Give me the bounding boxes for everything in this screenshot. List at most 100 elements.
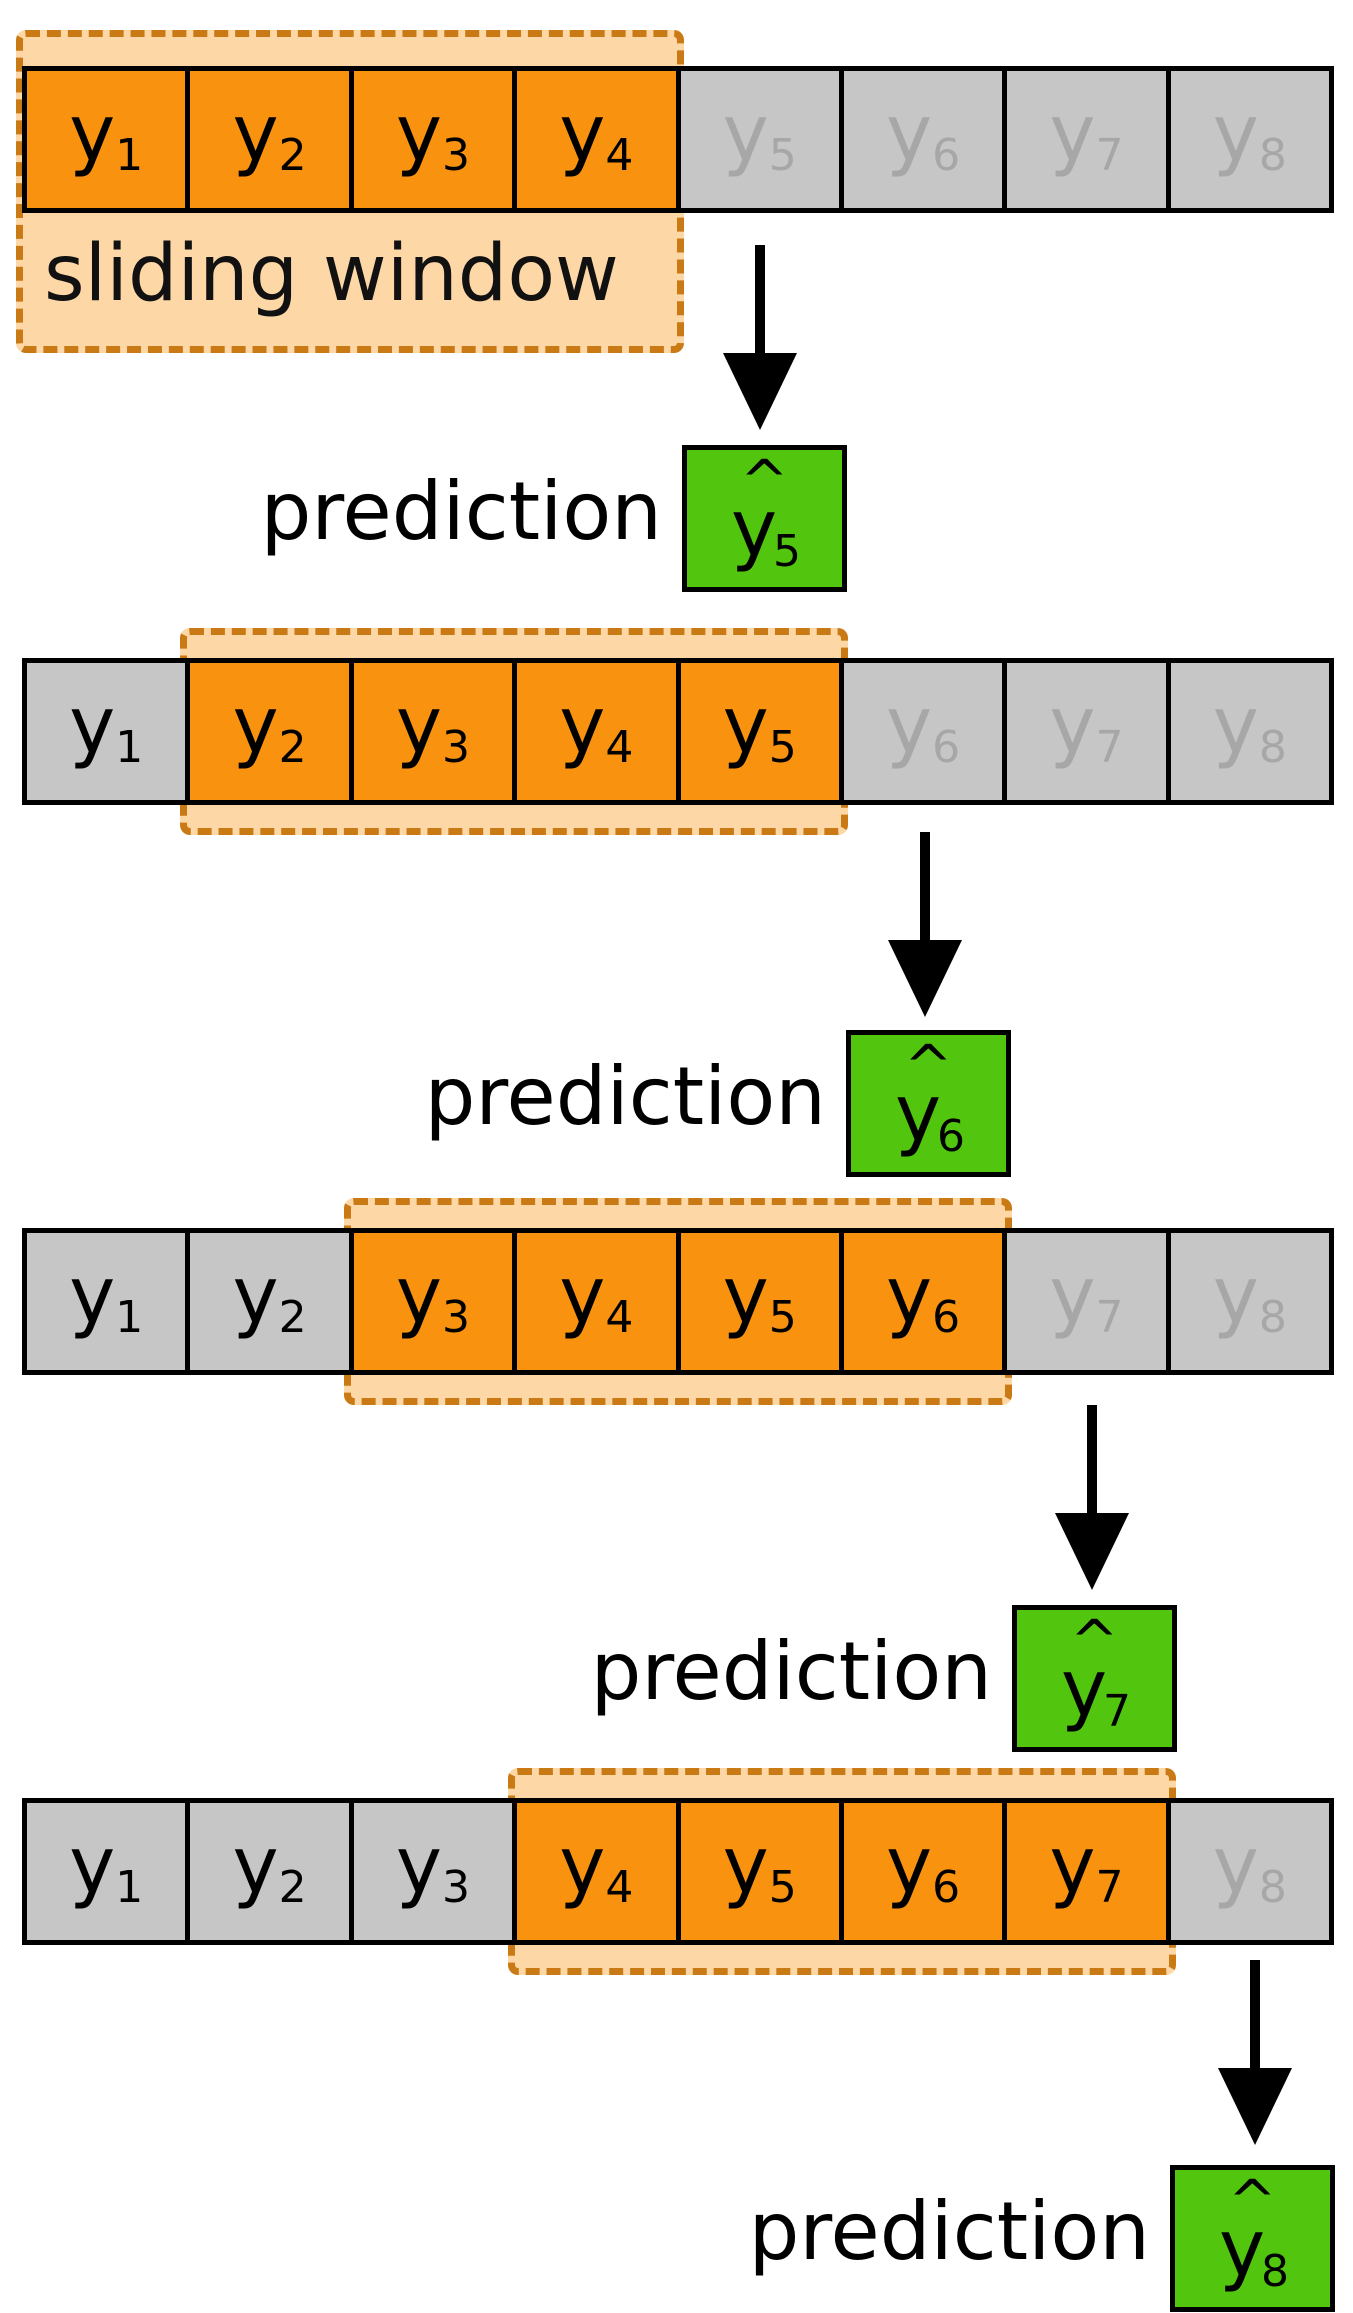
arrow-down-icon xyxy=(888,832,962,1017)
cell-subscript: 4 xyxy=(605,129,634,181)
cell-subscript: 4 xyxy=(605,1861,634,1913)
cell-symbol: y xyxy=(559,88,606,179)
cell-subscript: 6 xyxy=(932,1861,961,1913)
cell-symbol: y xyxy=(69,88,116,179)
prediction-symbol: y xyxy=(895,1069,942,1159)
cell-symbol: y xyxy=(1212,88,1259,179)
cell-subscript: 4 xyxy=(605,1291,634,1343)
cell-subscript: 5 xyxy=(768,1291,797,1343)
cell-subscript: 1 xyxy=(115,1291,144,1343)
cell-symbol: y xyxy=(69,1250,116,1341)
cell-subscript: 1 xyxy=(115,129,144,181)
cell-symbol: y xyxy=(395,88,443,179)
cell-symbol: y xyxy=(559,1820,606,1911)
cell-symbol: y xyxy=(232,88,279,179)
cell-subscript: 7 xyxy=(1095,129,1124,181)
hat-accent: ^ xyxy=(740,447,789,515)
arrow-down-icon xyxy=(723,245,797,430)
arrow-down-icon xyxy=(1055,1405,1129,1590)
prediction-subscript: 5 xyxy=(773,526,801,577)
cell-symbol: y xyxy=(395,1820,443,1911)
cell-subscript: 7 xyxy=(1095,1861,1124,1913)
prediction-subscript: 7 xyxy=(1103,1686,1131,1737)
cell-subscript: 7 xyxy=(1095,1291,1124,1343)
cell-symbol: y xyxy=(722,680,769,771)
cell-symbol: y xyxy=(885,1250,933,1341)
cell-symbol: y xyxy=(722,1820,769,1911)
cell-symbol: y xyxy=(1049,1820,1096,1911)
prediction-label: prediction xyxy=(260,465,662,558)
cell-symbol: y xyxy=(1212,1820,1259,1911)
cell-subscript: 2 xyxy=(278,1291,307,1343)
cell-symbol: y xyxy=(1049,680,1096,771)
cell-symbol: y xyxy=(885,680,933,771)
sliding-window-label: sliding window xyxy=(44,229,619,319)
cell-symbol: y xyxy=(722,88,769,179)
cell-symbol: y xyxy=(885,1820,933,1911)
hat-accent: ^ xyxy=(1228,2167,1277,2235)
cell-symbol: y xyxy=(559,1250,606,1341)
cell-symbol: y xyxy=(885,88,933,179)
arrow-down-icon xyxy=(1218,1960,1292,2145)
prediction-symbol: y xyxy=(731,484,778,574)
cell-subscript: 2 xyxy=(278,721,307,773)
cell-subscript: 4 xyxy=(605,721,634,773)
cell-subscript: 5 xyxy=(768,721,797,773)
cell-subscript: 8 xyxy=(1258,721,1287,773)
prediction-label: prediction xyxy=(748,2185,1150,2278)
cell-subscript: 8 xyxy=(1258,1861,1287,1913)
cell-subscript: 8 xyxy=(1258,1291,1287,1343)
cell-symbol: y xyxy=(69,1820,116,1911)
prediction-symbol: y xyxy=(1061,1644,1108,1734)
cell-subscript: 1 xyxy=(115,721,144,773)
cell-subscript: 1 xyxy=(115,1861,144,1913)
cell-symbol: y xyxy=(1212,680,1259,771)
cell-symbol: y xyxy=(395,1250,443,1341)
cell-symbol: y xyxy=(69,680,116,771)
cell-symbol: y xyxy=(232,680,279,771)
hat-accent: ^ xyxy=(904,1032,953,1100)
cell-subscript: 5 xyxy=(768,129,797,181)
cell-subscript: 6 xyxy=(932,129,961,181)
cell-symbol: y xyxy=(232,1820,279,1911)
cell-subscript: 3 xyxy=(442,1861,471,1913)
cell-subscript: 7 xyxy=(1095,721,1124,773)
